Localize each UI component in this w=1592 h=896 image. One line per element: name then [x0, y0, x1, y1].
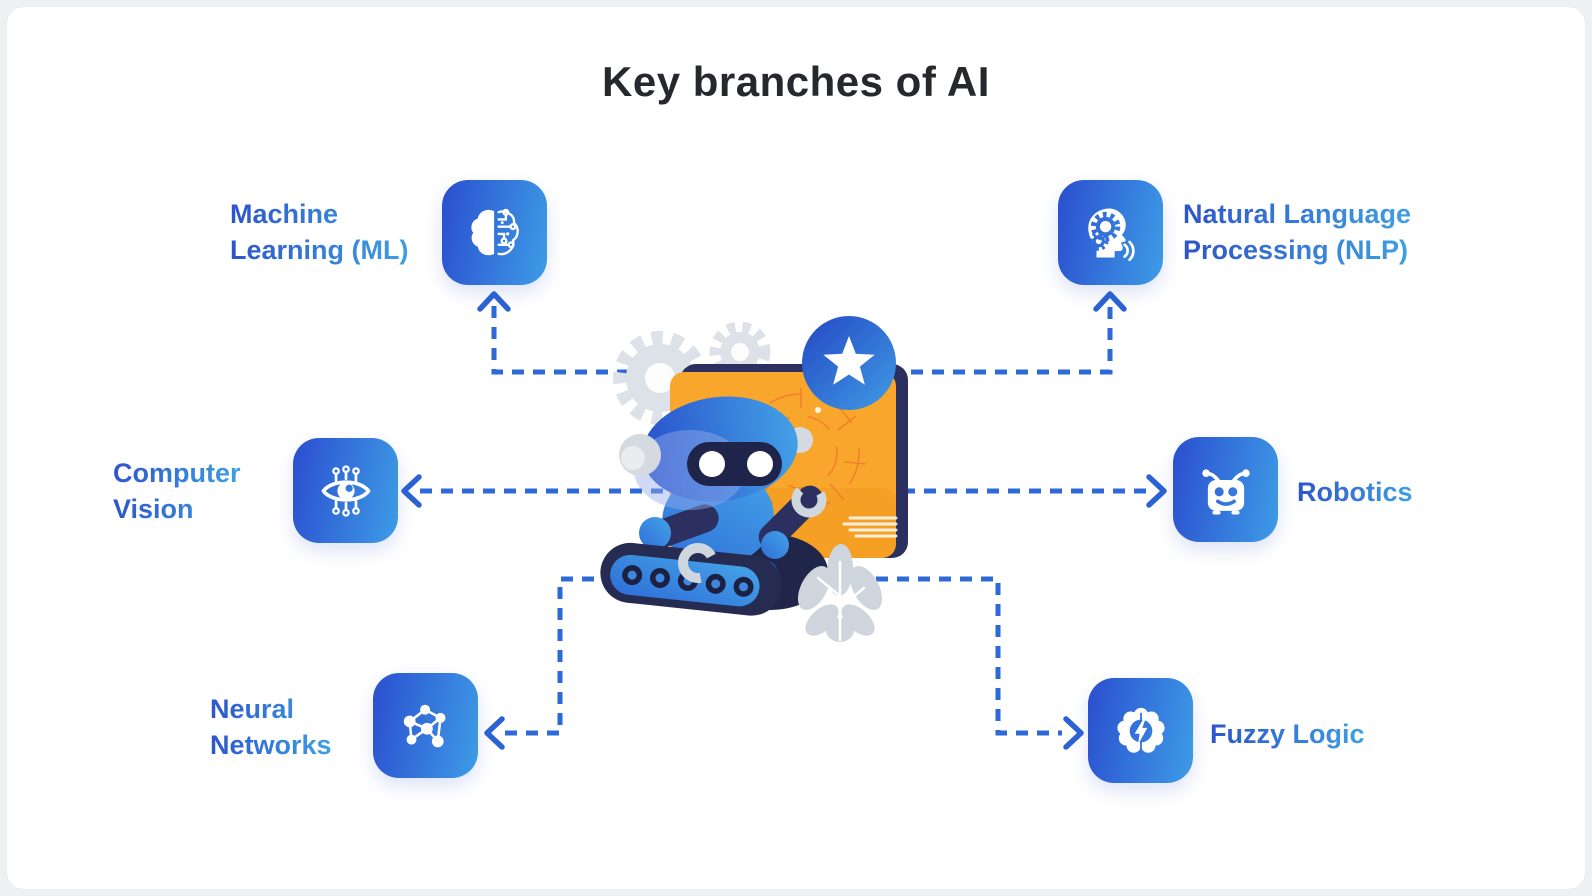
label-machine-learning: Machine Learning (ML) — [230, 196, 408, 268]
arrow-left-nn-icon — [484, 716, 505, 750]
plant — [797, 544, 883, 642]
star-badge-icon — [802, 316, 896, 410]
arrow-right-fuzzy-icon — [1063, 716, 1084, 750]
label-line: Natural Language — [1183, 199, 1412, 229]
arrow-right-robotics-icon — [1146, 474, 1167, 508]
tile-computer-vision — [293, 438, 398, 543]
arrow-up-ml-icon — [477, 291, 511, 312]
tile-nlp — [1058, 180, 1163, 285]
arrow-up-nlp-icon — [1093, 291, 1127, 312]
page-title: Key branches of AI — [602, 58, 990, 105]
label-fuzzy-logic: Fuzzy Logic — [1210, 716, 1365, 752]
robot — [600, 396, 828, 616]
label-line: Fuzzy Logic — [1210, 719, 1365, 749]
tile-fuzzy-logic — [1088, 678, 1193, 783]
connector-top-rail — [491, 306, 1113, 375]
arrow-left-cv-icon — [401, 474, 422, 508]
brain-circuit-icon — [470, 208, 519, 255]
brain-lightning-icon — [1116, 707, 1165, 753]
robot-eye — [699, 451, 725, 477]
tile-robotics — [1173, 437, 1278, 542]
label-neural-networks: Neural Networks — [210, 691, 332, 763]
tile-machine-learning — [442, 180, 547, 285]
label-line: Vision — [113, 494, 194, 524]
robot-eye — [747, 451, 773, 477]
robot-illustration — [600, 316, 908, 642]
circuit-eye-icon — [321, 464, 370, 517]
label-line: Learning (ML) — [230, 235, 409, 265]
label-line: Computer — [113, 458, 241, 488]
label-line: Machine — [230, 199, 339, 229]
label-line: Neural — [210, 694, 295, 724]
robot-head — [619, 396, 813, 510]
label-line: Processing (NLP) — [1183, 235, 1409, 265]
label-line: Networks — [210, 730, 332, 760]
network-nodes-icon — [403, 704, 445, 747]
screen-text-lines — [842, 516, 898, 538]
label-line: Robotics — [1297, 477, 1413, 507]
robot-head-icon — [1201, 468, 1250, 514]
head-gear-speech-icon — [1087, 207, 1135, 261]
label-robotics: Robotics — [1297, 474, 1413, 510]
label-nlp: Natural Language Processing (NLP) — [1183, 196, 1411, 268]
label-computer-vision: Computer Vision — [113, 455, 241, 527]
tile-neural-networks — [373, 673, 478, 778]
